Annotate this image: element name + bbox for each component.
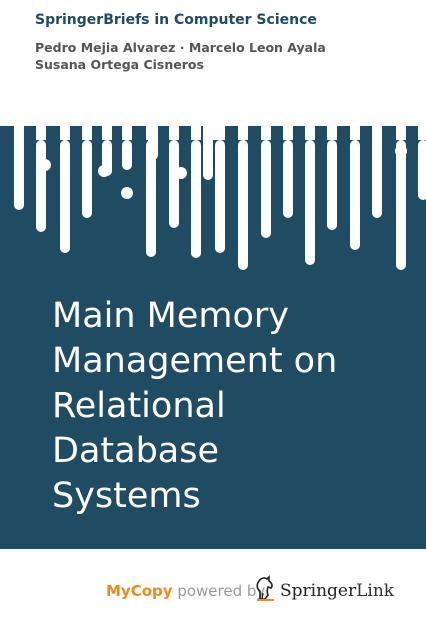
authors-line-1: Pedro Mejia Alvarez · Marcelo Leon Ayala xyxy=(35,40,326,55)
footer-band: MyCopy powered by SpringerLink xyxy=(0,549,426,640)
springer-link-wordmark: SpringerLink xyxy=(280,581,394,601)
title-line-1: Main Memory xyxy=(52,296,290,336)
title-line-2: Management on xyxy=(52,341,338,381)
springer-text: Springer xyxy=(280,581,357,601)
link-text: Link xyxy=(356,581,395,601)
mycopy-brand: MyCopy xyxy=(106,582,173,600)
cover-art-panel xyxy=(0,0,426,549)
title-line-5: Systems xyxy=(52,476,201,516)
powered-by-text: powered by xyxy=(177,582,266,600)
book-title: Main Memory Management on Relational Dat… xyxy=(52,294,422,519)
title-line-3: Relational xyxy=(52,386,226,426)
springer-horse-logo-icon xyxy=(256,575,274,601)
title-line-4: Database xyxy=(52,431,220,471)
series-name: SpringerBriefs in Computer Science xyxy=(35,12,317,28)
authors-line-2: Susana Ortega Cisneros xyxy=(35,57,204,72)
mycopy-tagline: MyCopy powered by xyxy=(106,582,265,600)
